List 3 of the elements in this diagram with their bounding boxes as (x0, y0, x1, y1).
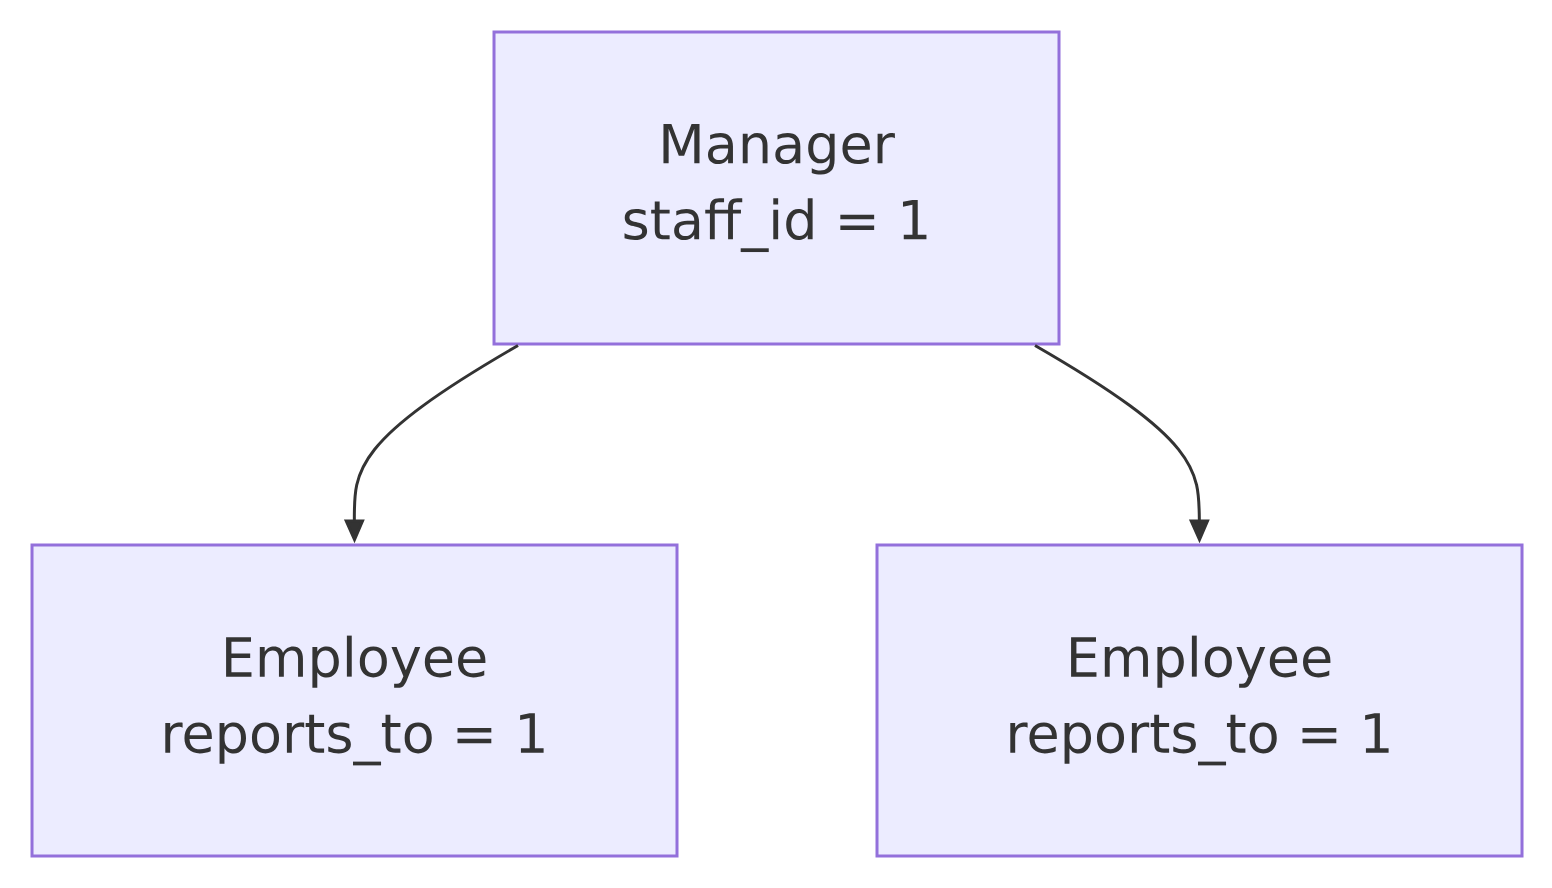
entity-box: Employee reports_to = 1 (875, 543, 1524, 858)
entity-box: Employee reports_to = 1 (30, 543, 679, 858)
entity-box: Manager staff_id = 1 (492, 30, 1061, 346)
